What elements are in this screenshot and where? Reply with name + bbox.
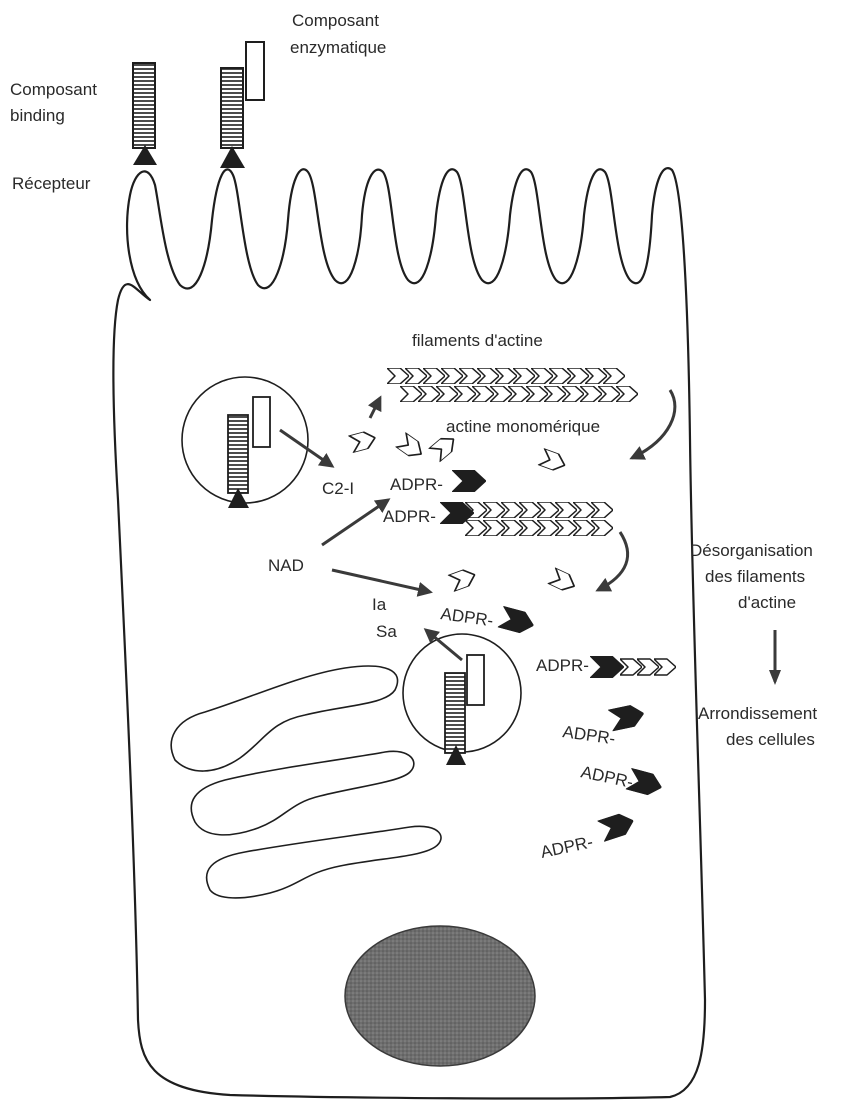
label-rounding-2: des cellules bbox=[726, 730, 815, 749]
label-disorganisation-3: d'actine bbox=[738, 593, 796, 612]
label-adpr-3: ADPR- bbox=[439, 604, 494, 630]
label-nad: NAD bbox=[268, 556, 304, 575]
label-c2i: C2-I bbox=[322, 479, 354, 498]
endoplasmic-reticulum-3 bbox=[207, 826, 441, 898]
label-adpr-6: ADPR- bbox=[579, 762, 635, 792]
arrow-nad-to-adpr-2 bbox=[332, 570, 430, 592]
endoplasmic-reticulum-2 bbox=[191, 751, 414, 835]
label-rounding-1: Arrondissement bbox=[698, 704, 817, 723]
label-adpr-1: ADPR- bbox=[390, 475, 443, 494]
arrow-curve-top bbox=[632, 390, 675, 458]
label-enzymatic-line1: Composant bbox=[292, 11, 379, 30]
label-enzymatic-line2: enzymatique bbox=[290, 38, 386, 57]
label-monomeric-actin: actine monomérique bbox=[446, 417, 600, 436]
label-binding-line1: Composant bbox=[10, 80, 97, 99]
nucleus bbox=[345, 926, 535, 1066]
label-adpr-7: ADPR- bbox=[539, 832, 595, 862]
label-binding-line2: binding bbox=[10, 106, 65, 125]
enzymatic-component bbox=[246, 42, 264, 100]
actin-filament-top bbox=[387, 368, 638, 402]
actin-filament-middle bbox=[465, 502, 613, 536]
binding-component-1 bbox=[133, 63, 157, 165]
arrow-to-c2i bbox=[280, 430, 332, 466]
label-adpr-4: ADPR- bbox=[536, 656, 589, 675]
label-ia: Ia bbox=[372, 595, 387, 614]
label-sa: Sa bbox=[376, 622, 397, 641]
label-adpr-5: ADPR- bbox=[561, 722, 616, 748]
label-receptor: Récepteur bbox=[12, 174, 91, 193]
adpr-filament-short bbox=[620, 659, 676, 675]
arrow-nad-to-adpr bbox=[322, 500, 388, 545]
endosome-ia bbox=[403, 634, 521, 765]
label-disorganisation-1: Désorganisation bbox=[690, 541, 813, 560]
label-actin-filaments: filaments d'actine bbox=[412, 331, 543, 350]
binding-component-2 bbox=[220, 42, 264, 168]
arrow-curve-middle bbox=[598, 532, 628, 590]
endosome-c2 bbox=[182, 377, 308, 508]
label-disorganisation-2: des filaments bbox=[705, 567, 805, 586]
arrow-up-monomer bbox=[370, 398, 380, 418]
label-adpr-2: ADPR- bbox=[383, 507, 436, 526]
